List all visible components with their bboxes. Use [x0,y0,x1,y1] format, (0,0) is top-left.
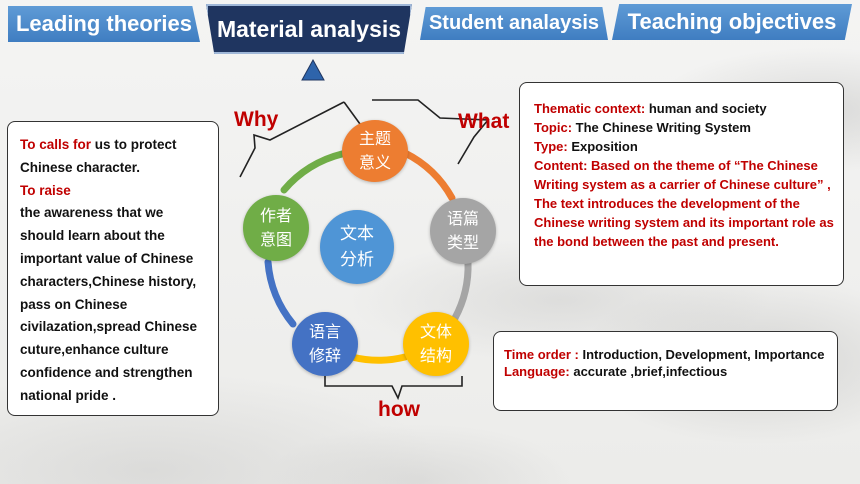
language-label: Language: [504,364,570,379]
to-raise-text: the awareness that we should learn about… [20,205,198,403]
calls-for-text: us to protect Chinese character. [20,137,177,175]
tab-material-analysis[interactable]: Material analysis [206,4,412,54]
node-language-line2: 修辞 [308,346,341,365]
node-text-analysis: 文本 分析 [320,210,394,284]
topic-value: The Chinese Writing System [572,120,751,135]
tab-leading-theories[interactable]: Leading theories [8,6,200,42]
node-intent-line1: 作者 [259,206,292,225]
node-theme-meaning: 主题 意义 [342,120,408,182]
node-theme-line1: 主题 [358,129,391,148]
why-text-box: To calls for us to protect Chinese chara… [7,121,219,416]
what-text-box: Thematic context: human and society Topi… [519,82,844,286]
tab-teaching-objectives[interactable]: Teaching objectives [612,4,852,40]
type-label: Type: [534,139,568,154]
active-tab-pointer-icon [301,59,325,81]
calls-for-label: To calls for [20,137,92,152]
what-label: What [458,110,510,133]
node-discourse-type: 语篇 类型 [430,198,496,264]
node-language-line1: 语言 [308,322,341,341]
node-text-analysis-line2: 分析 [340,250,374,270]
how-label: how [378,398,420,421]
node-language-rhetoric: 语言 修辞 [292,312,358,376]
node-theme-line2: 意义 [358,153,391,172]
node-genre-line2: 类型 [446,233,479,252]
node-genre-line1: 语篇 [446,209,479,228]
why-label: Why [234,108,279,131]
tab-student-analysis[interactable]: Student analaysis [420,7,608,40]
type-value: Exposition [567,139,638,154]
time-order-label: Time order : [504,347,579,362]
node-style-line1: 文体 [419,322,452,341]
to-raise-label: To raise [20,182,71,198]
node-intent-line2: 意图 [259,230,292,249]
node-style-structure: 文体 结构 [403,312,469,376]
node-text-analysis-line1: 文本 [340,224,374,244]
time-order-value: Introduction, Development, Importance [578,347,825,362]
thematic-context-label: Thematic context: [534,101,646,116]
thematic-context-value: human and society [645,101,767,116]
topic-label: Topic: [534,120,573,135]
content-text: Content: Based on the theme of “The Chin… [534,158,834,249]
how-text-box: Time order : Introduction, Development, … [493,331,838,411]
node-author-intent: 作者 意图 [243,195,309,261]
node-style-line2: 结构 [419,346,452,365]
language-value: accurate ,brief,infectious [569,364,728,379]
